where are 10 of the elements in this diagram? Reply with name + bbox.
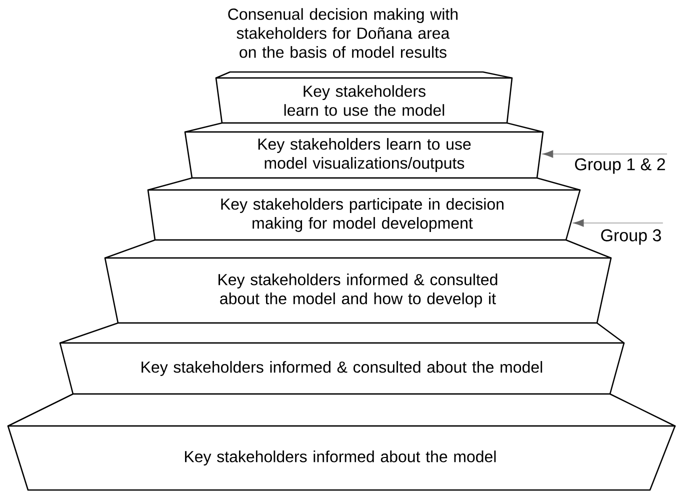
- node-label: Key stakeholders informed about the model: [185, 450, 496, 466]
- group-label: Group 1 & 2: [575, 158, 665, 174]
- title: Consenual decision making with stakeholders for Doñana area on the basis of model results: [228, 8, 458, 58]
- stair-step: Key stakeholders participate in decision making for model development: [147, 177, 581, 241]
- stair-step: Key stakeholders informed about the model: [7, 393, 676, 491]
- stair-step: Key stakeholders learn to use model visualizations/outputs: [184, 122, 544, 179]
- arrow: [542, 150, 668, 158]
- stair-step: Key stakeholders learn to use the model: [215, 71, 513, 124]
- arrow: [572, 219, 664, 227]
- stair-step: Key stakeholders informed & consulted about the model: [59, 322, 625, 395]
